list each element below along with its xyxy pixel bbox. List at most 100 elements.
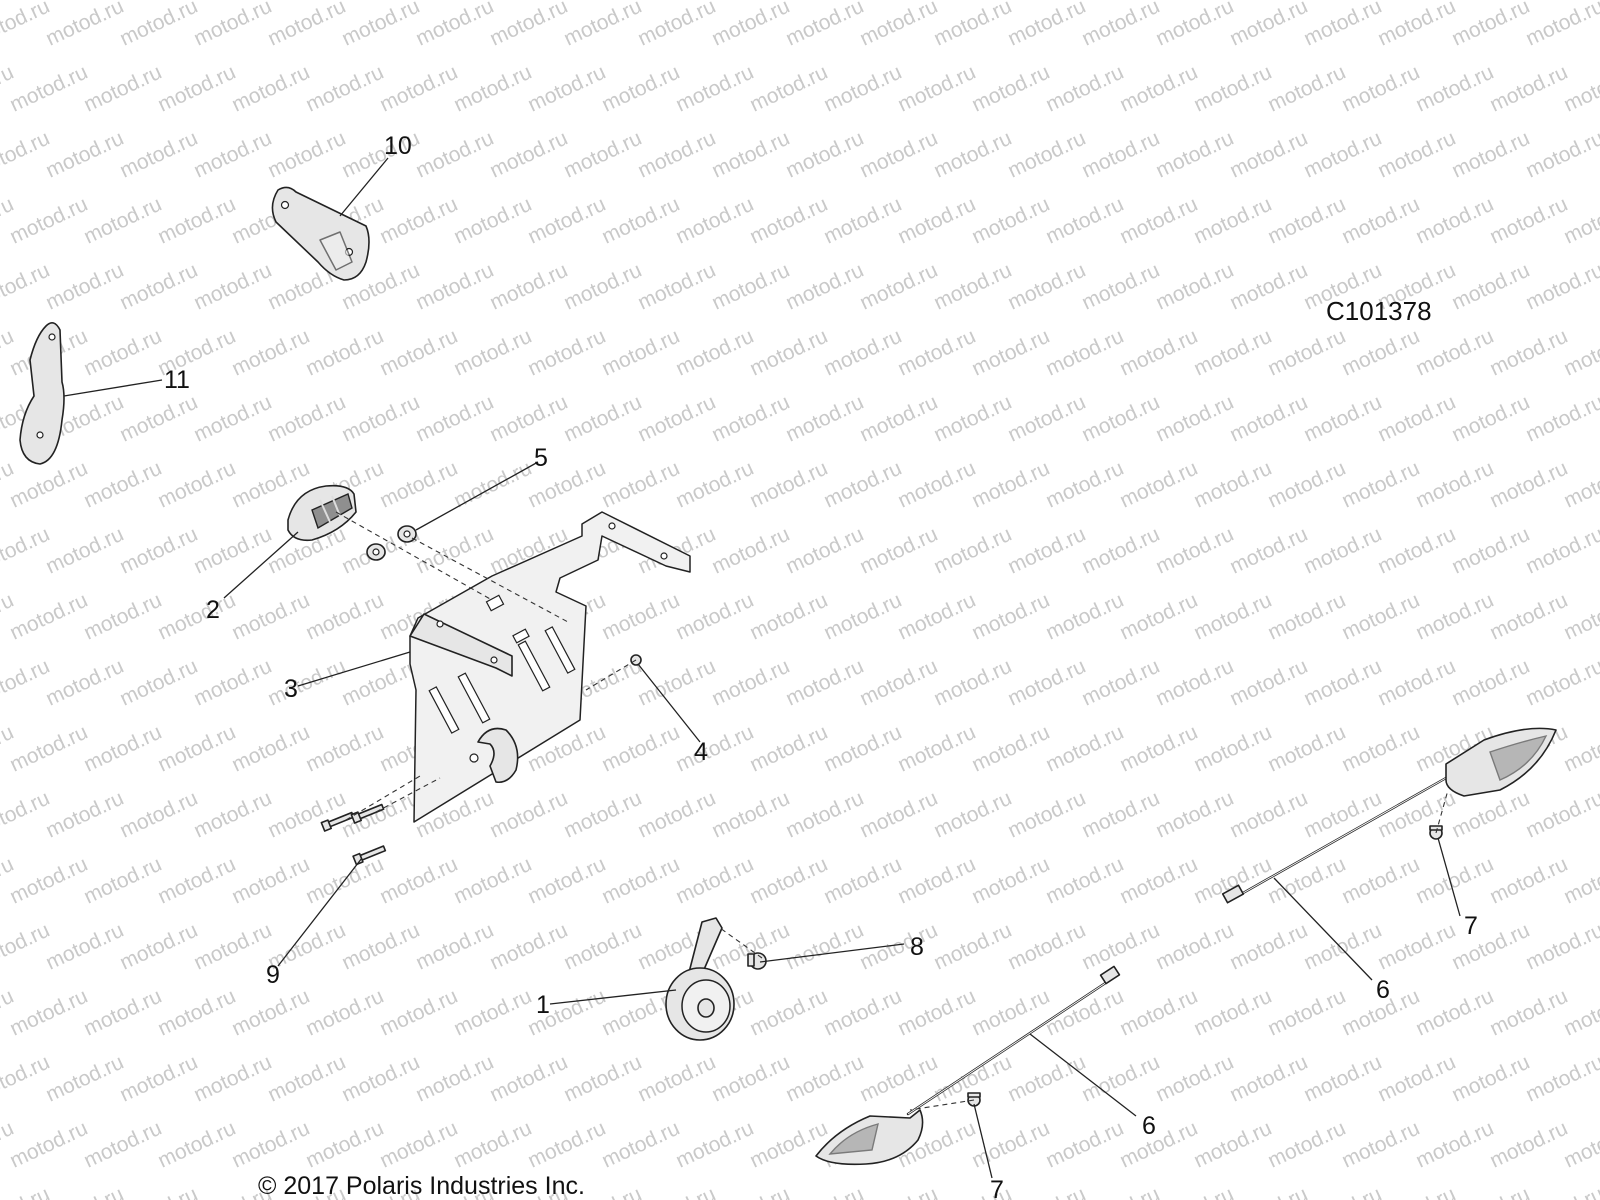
watermark-text: motod.ru: [782, 523, 867, 579]
watermark-text: motod.ru: [264, 391, 349, 447]
watermark-text: motod.ru: [80, 721, 165, 777]
watermark-text: motod.ru: [930, 0, 1015, 51]
watermark-text: motod.ru: [264, 127, 349, 183]
watermark-text: motod.ru: [1004, 391, 1089, 447]
watermark-text: motod.ru: [190, 655, 275, 711]
watermark-text: motod.ru: [1078, 1051, 1163, 1107]
part-3-plate-bracket: [409, 511, 691, 823]
part-1-horn: [665, 917, 735, 1041]
watermark-text: motod.ru: [1338, 589, 1423, 645]
watermark-text: motod.ru: [264, 1051, 349, 1107]
watermark-text: motod.ru: [1448, 523, 1533, 579]
watermark-text: motod.ru: [1300, 391, 1385, 447]
watermark-text: motod.ru: [1152, 655, 1237, 711]
watermark-text: motod.ru: [338, 919, 423, 975]
watermark-text: motod.ru: [1338, 61, 1423, 117]
watermark-text: motod.ru: [894, 457, 979, 513]
watermark-text: motod.ru: [1190, 457, 1275, 513]
watermark-text: motod.ru: [820, 457, 905, 513]
watermark-text: motod.ru: [894, 589, 979, 645]
part-6-turn-signal-right: [1221, 727, 1557, 904]
watermark-text: motod.ru: [672, 61, 757, 117]
callout-9: 9: [266, 961, 280, 989]
reference-code: C101378: [1326, 296, 1432, 326]
watermark-text: motod.ru: [1338, 325, 1423, 381]
watermark-text: motod.ru: [116, 127, 201, 183]
watermark-text: motod.ru: [0, 259, 53, 315]
watermark-text: motod.ru: [968, 457, 1053, 513]
watermark-text: motod.ru: [42, 655, 127, 711]
watermark-text: motod.ru: [412, 523, 497, 579]
watermark-text: motod.ru: [1300, 127, 1385, 183]
callout-1: 1: [536, 991, 550, 1019]
watermark-text: motod.ru: [1374, 1183, 1459, 1200]
watermark-text: motod.ru: [1264, 985, 1349, 1041]
watermark-text: motod.ru: [1412, 985, 1497, 1041]
watermark-text: motod.ru: [672, 853, 757, 909]
watermark-text: motod.ru: [0, 1183, 53, 1200]
watermark-text: motod.ru: [1300, 787, 1385, 843]
watermark-text: motod.ru: [782, 655, 867, 711]
watermark-text: motod.ru: [1078, 0, 1163, 51]
watermark-text: motod.ru: [116, 523, 201, 579]
watermark-text: motod.ru: [1560, 61, 1600, 117]
watermark-text: motod.ru: [746, 853, 831, 909]
watermark-text: motod.ru: [1226, 1183, 1311, 1200]
part-2-light-housing: [287, 484, 357, 542]
callout-labels: 10 11 5 2 3 4 9 8 1 7 6 6 7: [164, 132, 1478, 1200]
watermark-text: motod.ru: [1374, 655, 1459, 711]
watermark-text: motod.ru: [1226, 655, 1311, 711]
watermark-text: motod.ru: [1374, 1051, 1459, 1107]
watermark-text: motod.ru: [450, 985, 535, 1041]
watermark-text: motod.ru: [598, 325, 683, 381]
watermark-text: motod.ru: [1522, 0, 1600, 51]
watermark-text: motod.ru: [968, 589, 1053, 645]
watermark-text: motod.ru: [450, 1117, 535, 1173]
watermark-text: motod.ru: [560, 259, 645, 315]
watermark-text: motod.ru: [856, 787, 941, 843]
watermark-text: motod.ru: [1412, 193, 1497, 249]
watermark-text: motod.ru: [0, 919, 53, 975]
watermark-text: motod.ru: [1300, 1051, 1385, 1107]
watermark-text: motod.ru: [1190, 1117, 1275, 1173]
watermark-text: motod.ru: [1004, 127, 1089, 183]
watermark-text: motod.ru: [1152, 1183, 1237, 1200]
watermark-text: motod.ru: [820, 61, 905, 117]
watermark-text: motod.ru: [1152, 919, 1237, 975]
watermark-text: motod.ru: [154, 1117, 239, 1173]
watermark-text: motod.ru: [968, 61, 1053, 117]
part-6-turn-signal-left: [815, 965, 1121, 1166]
watermark-text: motod.ru: [1264, 1117, 1349, 1173]
watermark-text: motod.ru: [672, 325, 757, 381]
watermark-text: motod.ru: [894, 325, 979, 381]
watermark-text: motod.ru: [560, 0, 645, 51]
watermark-text: motod.ru: [524, 193, 609, 249]
watermark-text: motod.ru: [672, 193, 757, 249]
watermark-text: motod.ru: [1116, 325, 1201, 381]
watermark-text: motod.ru: [1560, 325, 1600, 381]
part-11-bracket: [19, 322, 65, 465]
watermark-text: motod.ru: [598, 853, 683, 909]
watermark-text: motod.ru: [1264, 61, 1349, 117]
watermark-text: motod.ru: [672, 589, 757, 645]
watermark-text: motod.ru: [228, 853, 313, 909]
watermark-text: motod.ru: [1300, 0, 1385, 51]
watermark-text: motod.ru: [672, 457, 757, 513]
watermark-text: motod.ru: [80, 457, 165, 513]
watermark-text: motod.ru: [6, 457, 91, 513]
watermark-text: motod.ru: [190, 1051, 275, 1107]
watermark-text: motod.ru: [116, 259, 201, 315]
watermark-text: motod.ru: [782, 919, 867, 975]
watermark-text: motod.ru: [930, 523, 1015, 579]
watermark-text: motod.ru: [1190, 721, 1275, 777]
watermark-text: motod.ru: [0, 127, 53, 183]
watermark-text: motod.ru: [302, 589, 387, 645]
watermark-text: motod.ru: [338, 0, 423, 51]
watermark-text: motod.ru: [1078, 391, 1163, 447]
watermark-text: motod.ru: [746, 721, 831, 777]
watermark-text: motod.ru: [1152, 391, 1237, 447]
watermark-text: motod.ru: [968, 853, 1053, 909]
watermark-text: motod.ru: [634, 391, 719, 447]
watermark-text: motod.ru: [672, 721, 757, 777]
